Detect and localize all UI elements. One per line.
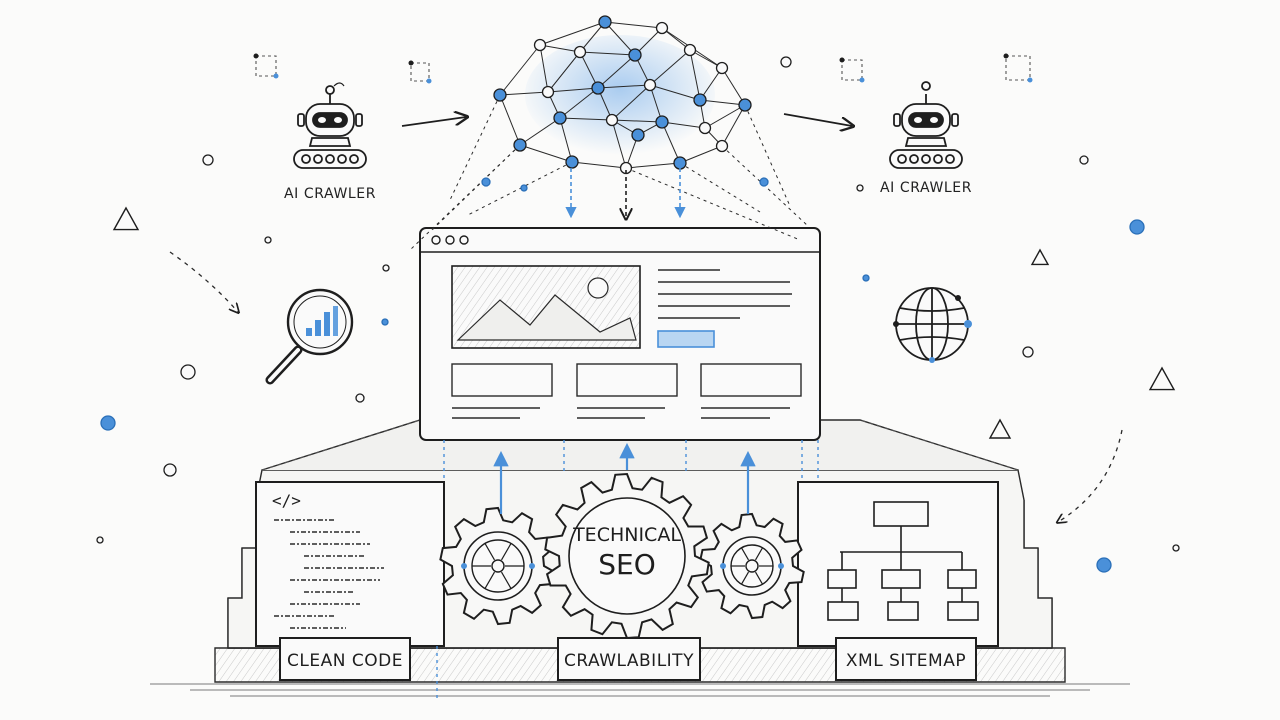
decorative-scatter (96, 53, 1180, 573)
robot-icon (889, 81, 963, 169)
image-placeholder-icon (451, 265, 641, 349)
network-node (513, 138, 527, 152)
globe-icon (893, 287, 972, 363)
gear-icon (439, 506, 557, 626)
ground-lines (150, 683, 1130, 697)
center-gear-line2: SEO (598, 548, 656, 581)
network-node (693, 93, 707, 107)
neural-network-icon (409, 15, 809, 251)
network-node (655, 115, 669, 129)
crawler-arrows (401, 114, 852, 126)
center-gear-text: TECHNICAL SEO (572, 524, 681, 581)
network-node (533, 38, 547, 52)
dotted-connectors (436, 440, 819, 700)
network-node (643, 78, 657, 92)
network-node (673, 156, 687, 170)
gear-icon (544, 472, 710, 640)
crawler-right: AI CRAWLER (880, 81, 972, 196)
network-node (493, 88, 507, 102)
network-node (605, 113, 619, 127)
network-node (715, 139, 729, 153)
network-node (598, 15, 612, 29)
gear-to-browser-arrows (493, 442, 756, 514)
crawler-right-label: AI CRAWLER (880, 180, 972, 196)
clean-code-label: CLEAN CODE (287, 651, 403, 671)
network-node (553, 111, 567, 125)
card-row (451, 363, 802, 419)
network-node (715, 61, 729, 75)
sitemap-tree-icon (827, 501, 979, 621)
network-to-browser-arrows (565, 168, 686, 218)
network-node (591, 81, 605, 95)
code-tag: </> (272, 491, 301, 510)
browser-window (419, 227, 821, 441)
network-node (631, 128, 645, 142)
network-node (541, 85, 555, 99)
side-dashed-arrows (169, 251, 1123, 522)
network-node (573, 45, 587, 59)
network-node (628, 48, 642, 62)
network-node (698, 121, 712, 135)
perspective-lines (261, 419, 1019, 471)
cta-button (657, 330, 715, 348)
gears-group (439, 472, 805, 640)
network-node (738, 98, 752, 112)
network-node (655, 21, 669, 35)
clean-code-panel: </> (255, 481, 445, 647)
xml-sitemap-label: XML SITEMAP (846, 651, 966, 671)
crawlability-label: CRAWLABILITY (564, 651, 694, 671)
crawler-left: AI CRAWLER (284, 82, 376, 202)
network-node (683, 43, 697, 57)
crawler-left-label: AI CRAWLER (284, 186, 376, 202)
xml-sitemap-panel (797, 481, 999, 647)
network-node (565, 155, 579, 169)
robot-icon (293, 82, 367, 169)
label-plates: CLEAN CODE CRAWLABILITY XML SITEMAP (279, 637, 977, 681)
center-gear-line1: TECHNICAL (572, 524, 681, 546)
text-lines (658, 269, 792, 319)
gear-icon (699, 512, 805, 620)
magnifier-chart-icon (265, 288, 354, 385)
